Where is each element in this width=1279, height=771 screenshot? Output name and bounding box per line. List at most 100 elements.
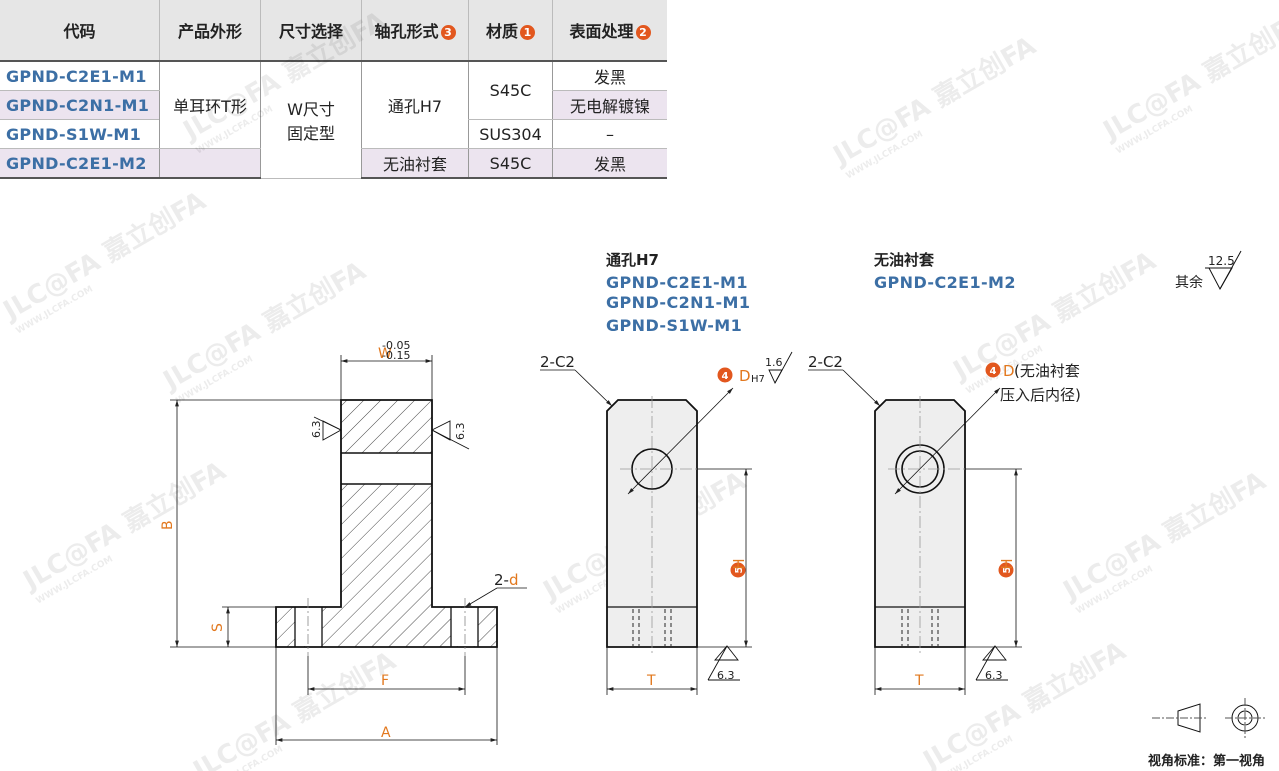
watermark-text: JLC@FA 嘉立创FA xyxy=(1096,5,1279,147)
side-m1-code[interactable]: GPND-C2N1-M1 xyxy=(606,293,750,312)
note-badge-4-text: 4 xyxy=(722,371,729,382)
material-cell: SUS304 xyxy=(468,119,553,149)
roughness-right-value: 6.3 xyxy=(454,423,467,441)
note-badge-5 xyxy=(998,562,1014,578)
front-view xyxy=(170,355,527,745)
dim-s: S xyxy=(210,623,226,632)
projection-label: 视角标准：第一视角 xyxy=(1148,753,1265,769)
side-m2-hole-dim: D xyxy=(1003,362,1015,380)
side-m1-hole-callout: 4 D H7 1.6 xyxy=(717,356,783,385)
roughness-left-value: 6.3 xyxy=(310,421,323,439)
front-mount-hole-right xyxy=(451,608,478,646)
side-m2-h-dim: H xyxy=(998,558,1016,569)
dim-f: F xyxy=(381,673,389,689)
material-cell: S45C xyxy=(468,61,553,120)
side-m1-hole-dim: D xyxy=(739,367,751,385)
code-cell[interactable]: GPND-C2N1-M1 xyxy=(0,90,160,120)
dim-a: A xyxy=(381,725,391,741)
header-size: 尺寸选择 xyxy=(260,0,362,62)
side-m2-chamfer: 2-C2 xyxy=(808,353,843,371)
header-shaft-hole-label: 轴孔形式 xyxy=(374,22,439,41)
watermark-text: JLC@FA 嘉立创FA xyxy=(186,645,401,771)
table-row: GPND-C2E1-M1 单耳环T形 W尺寸 固定型 通孔H7 S45C 发黑 xyxy=(0,61,667,179)
watermark-text: JLC@FA 嘉立创FA xyxy=(16,455,231,597)
dim-hole-d: d xyxy=(509,571,519,589)
size-line1: W尺寸 xyxy=(287,99,335,119)
watermark-text: JLC@FA 嘉立创FA xyxy=(176,5,391,147)
note-badge-4 xyxy=(985,362,1001,378)
side-m2-t-dim: T xyxy=(914,673,924,689)
front-hole-band xyxy=(341,453,432,484)
note-badge-5-text: 5 xyxy=(1002,566,1013,573)
general-roughness-label: 其余 xyxy=(1175,274,1203,291)
note-badge-4 xyxy=(717,367,733,383)
dim-hole-count: 2- xyxy=(494,571,509,589)
surface-cell: – xyxy=(552,119,667,149)
side-m2-title: 无油衬套 xyxy=(873,251,935,269)
side-m2-hole-text1: (无油衬套 xyxy=(1014,362,1080,380)
code-cell[interactable]: GPND-C2E1-M2 xyxy=(0,148,160,179)
header-surface-label: 表面处理 xyxy=(569,22,634,41)
watermark-text: JLC@FA 嘉立创FA xyxy=(1056,465,1271,607)
dim-w-tol-lower: -0.15 xyxy=(382,349,410,362)
side-m1-h-callout: 5 H xyxy=(730,558,748,578)
first-angle-projection-icon xyxy=(1152,698,1265,738)
code-cell[interactable]: GPND-S1W-M1 xyxy=(0,119,160,149)
surface-cell: 发黑 xyxy=(552,148,667,179)
size-cell: W尺寸 固定型 xyxy=(260,61,362,179)
note-badge-1: 1 xyxy=(520,25,535,40)
note-badge-5 xyxy=(730,562,746,578)
side-m2-hole-callout: 4 D (无油衬套 压入后内径) xyxy=(985,362,1081,404)
shape-cell-empty xyxy=(159,148,261,179)
surface-cell: 发黑 xyxy=(552,61,667,91)
header-shape: 产品外形 xyxy=(159,0,261,62)
dim-b: B xyxy=(160,520,176,530)
general-roughness-value: 12.5 xyxy=(1208,254,1235,268)
side-m1-hole-roughness: 1.6 xyxy=(765,356,783,369)
watermark-text: JLC@FA 嘉立创FA xyxy=(0,185,211,327)
dim-hole-callout: 2-d xyxy=(494,571,519,589)
shaft-hole-cell: 通孔H7 xyxy=(361,61,469,149)
side-m1-chamfer: 2-C2 xyxy=(540,353,575,371)
side-view-m1 xyxy=(540,351,793,695)
surface-cell: 无电解镀镍 xyxy=(552,90,667,120)
side-m1-code[interactable]: GPND-S1W-M1 xyxy=(606,316,742,335)
note-badge-3: 3 xyxy=(440,25,456,40)
table-row: GPND-C2N1-M1 无电解镀镍 xyxy=(0,90,667,120)
code-cell[interactable]: GPND-C2E1-M1 xyxy=(0,61,160,91)
note-badge-4-text: 4 xyxy=(990,366,997,377)
dim-w: W xyxy=(378,346,392,362)
header-material-label: 材质 xyxy=(485,22,518,41)
side-m1-bottom-roughness: 6.3 xyxy=(717,669,735,682)
shape-cell: 单耳环T形 xyxy=(159,61,261,149)
side-view-m2 xyxy=(808,369,1022,695)
general-roughness-symbol xyxy=(1205,250,1242,291)
side-m2-hole-text2: 压入后内径) xyxy=(1000,386,1081,404)
note-badge-2: 2 xyxy=(635,25,651,40)
side-m2-h-callout: 5 H xyxy=(998,558,1016,578)
size-line2: 固定型 xyxy=(286,123,335,143)
side-m1-code[interactable]: GPND-C2E1-M1 xyxy=(606,273,748,292)
side-m1-hole-tol: H7 xyxy=(751,374,765,385)
header-code: 代码 xyxy=(0,0,160,62)
shaft-hole-cell: 无油衬套 xyxy=(361,148,469,179)
side-m2-bottom-roughness: 6.3 xyxy=(985,669,1003,682)
side-m1-title: 通孔H7 xyxy=(606,251,659,269)
table-row: GPND-C2E1-M2 无油衬套 S45C 发黑 xyxy=(0,148,667,179)
front-mount-hole-left xyxy=(295,608,322,646)
material-cell: S45C xyxy=(468,148,553,179)
watermark-text: JLC@FA 嘉立创FA xyxy=(156,255,371,397)
front-body-hatch xyxy=(276,400,497,647)
side-m2-code[interactable]: GPND-C2E1-M2 xyxy=(874,273,1016,292)
side-m1-h-dim: H xyxy=(730,558,748,569)
note-badge-5-text: 5 xyxy=(734,566,745,573)
dim-w-tol-upper: -0.05 xyxy=(382,339,410,352)
watermark-text: JLC@FA 嘉立创FA xyxy=(916,635,1131,771)
table-row: GPND-S1W-M1 SUS304 – xyxy=(0,119,667,149)
